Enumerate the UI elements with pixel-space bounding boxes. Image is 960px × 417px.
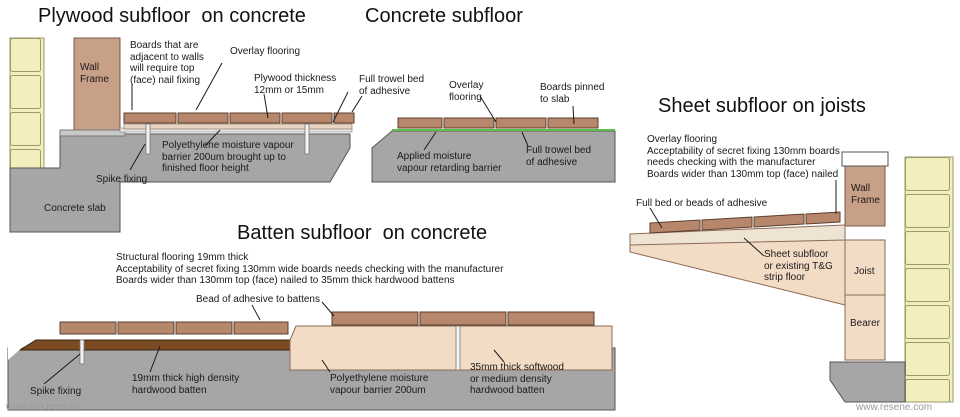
leaders-plywood bbox=[129, 62, 349, 171]
hd-batten-area bbox=[18, 339, 291, 351]
concrete-section bbox=[351, 95, 616, 183]
spike-fixings-batten bbox=[79, 325, 461, 371]
label-full-bed: Full bed or beads of adhesive bbox=[636, 198, 768, 209]
plywood-section bbox=[9, 37, 355, 233]
spike-fixings-plywood bbox=[145, 123, 310, 155]
label-soft-batten: 35mm thick softwood or medium density ha… bbox=[470, 362, 564, 396]
label-poly-batten: Polyethylene moisture vapour barrier 200… bbox=[330, 373, 429, 396]
gap-cut-left bbox=[8, 332, 40, 360]
label-spike-plywood: Spike fixing bbox=[96, 174, 148, 185]
overlay-boards-sheet bbox=[649, 211, 841, 234]
title-concrete: Concrete subfloor bbox=[365, 5, 523, 27]
softwood-batten-area bbox=[289, 325, 613, 371]
label-wall-frame-plywood: Wall Frame bbox=[80, 62, 109, 85]
plywood-sheet bbox=[123, 123, 353, 130]
overlay-boards-plywood bbox=[123, 112, 355, 124]
label-applied-moisture: Applied moisture vapour retarding barrie… bbox=[397, 151, 502, 174]
brick-wall-right bbox=[904, 156, 954, 403]
label-boards-adjacent: Boards that are adjacent to walls will r… bbox=[130, 40, 204, 86]
label-bead-adhesive: Bead of adhesive to battens bbox=[196, 294, 320, 305]
label-sheet-note: Overlay flooring Acceptability of secret… bbox=[647, 134, 840, 180]
label-concrete-slab: Concrete slab bbox=[44, 203, 106, 214]
brick-wall-left bbox=[9, 37, 45, 169]
overlay-boards-concrete bbox=[397, 117, 599, 129]
title-plywood: Plywood subfloor on concrete bbox=[38, 5, 306, 27]
leaders-batten bbox=[43, 301, 505, 385]
overlay-boards-batten-left bbox=[59, 321, 289, 335]
label-hd-batten: 19mm thick high density hardwood batten bbox=[132, 373, 240, 396]
wall-frame-plywood bbox=[73, 37, 121, 131]
bearer bbox=[844, 294, 886, 361]
wall-cap-sheet bbox=[841, 151, 889, 167]
title-sheet: Sheet subfloor on joists bbox=[658, 95, 866, 117]
sheet-section bbox=[629, 151, 954, 403]
title-batten: Batten subfloor on concrete bbox=[237, 222, 488, 244]
wall-frame-sheet bbox=[844, 165, 886, 227]
joist-right-block bbox=[844, 239, 886, 296]
sheet-subfloor-layer bbox=[629, 224, 846, 246]
overlay-boards-batten-right bbox=[331, 311, 595, 326]
watermark-left: www.afa.com.au bbox=[6, 402, 80, 413]
label-wall-frame-sheet: Wall Frame bbox=[851, 183, 880, 206]
label-spike-batten: Spike fixing bbox=[30, 386, 82, 397]
label-bearer: Bearer bbox=[850, 318, 881, 329]
label-batten-note: Structural flooring 19mm thick Acceptabi… bbox=[116, 252, 504, 286]
foundation-sheet bbox=[829, 361, 906, 403]
plinth-plywood bbox=[59, 129, 126, 137]
leaders-concrete bbox=[351, 95, 575, 151]
label-boards-pinned: Boards pinned to slab bbox=[540, 82, 605, 105]
label-full-trowel-concrete: Full trowel bed of adhesive bbox=[526, 145, 592, 168]
batten-section bbox=[7, 301, 616, 411]
leaders-sheet bbox=[649, 180, 837, 257]
label-joist: Joist bbox=[854, 266, 875, 277]
label-full-trowel-plywood: Full trowel bed of adhesive bbox=[359, 74, 425, 97]
label-plywood-thickness: Plywood thickness 12mm or 15mm bbox=[254, 73, 337, 96]
watermark-right: www.resene.com bbox=[856, 402, 933, 413]
label-poly-plywood: Polyethylene moisture vapour barrier 200… bbox=[162, 140, 294, 174]
label-overlay-plywood: Overlay flooring bbox=[230, 46, 301, 57]
label-overlay-concrete: Overlay flooring bbox=[449, 80, 484, 103]
label-sheet-subfloor: Sheet subfloor or existing T&G strip flo… bbox=[764, 249, 833, 283]
